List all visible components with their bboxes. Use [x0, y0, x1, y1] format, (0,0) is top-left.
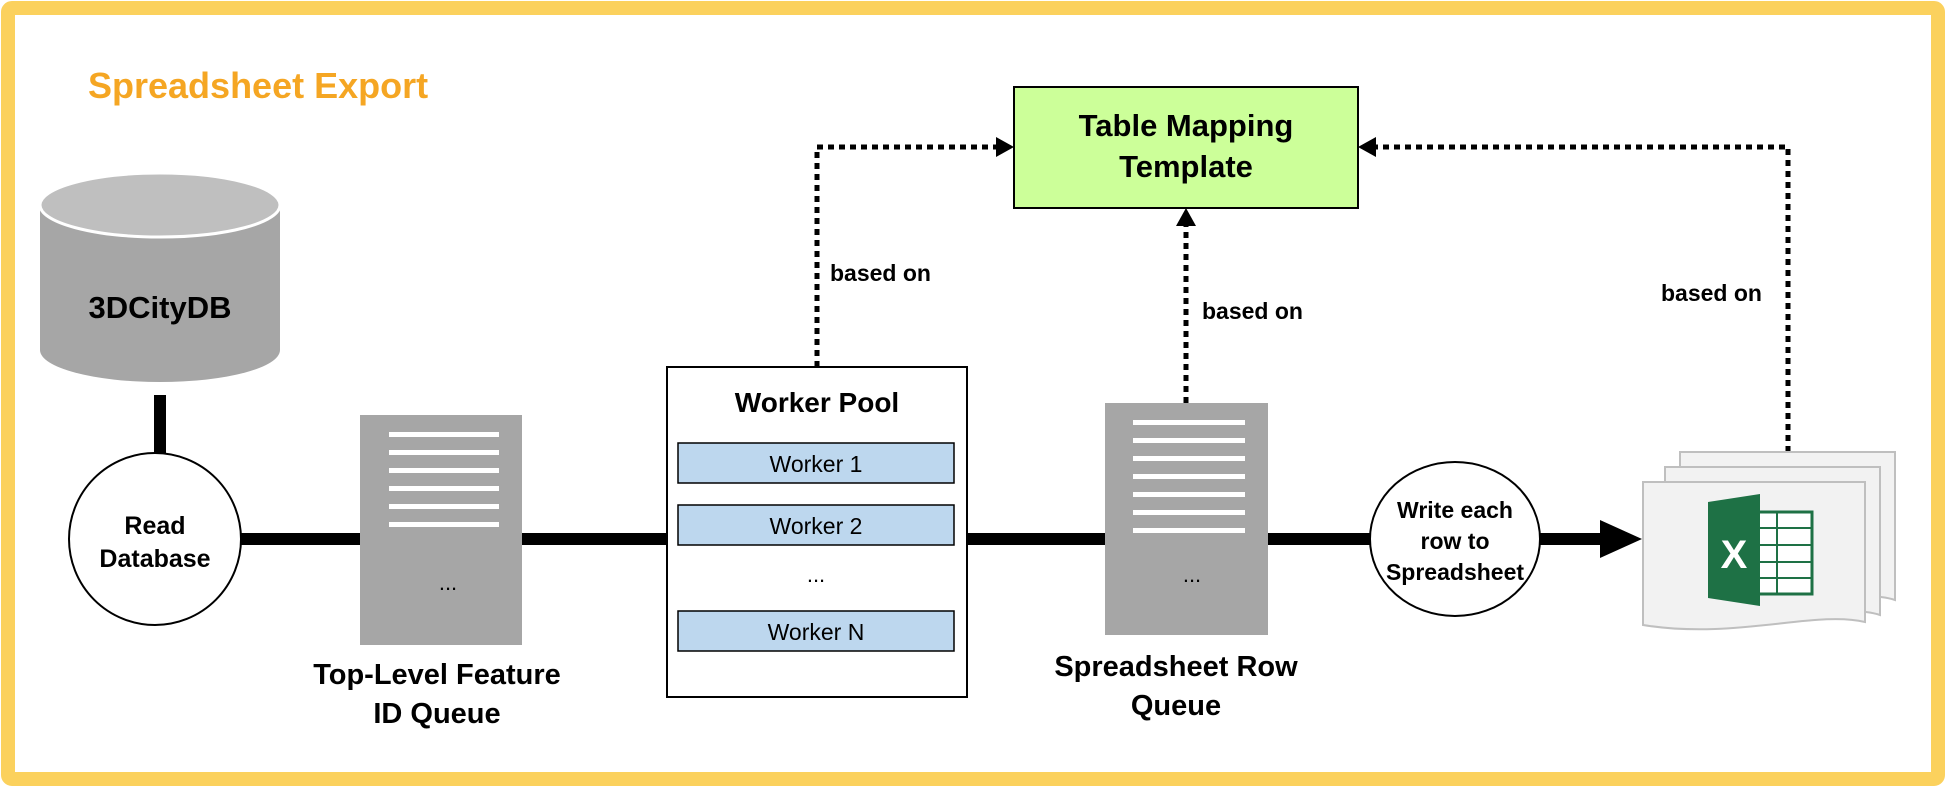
- worker-1-box: [677, 442, 955, 484]
- excel-icon-letter: X: [1721, 533, 1748, 577]
- based-on-label-excel: based on: [1661, 280, 1762, 306]
- write-rows-line2: row to: [1421, 528, 1490, 554]
- template-line2: Template: [1119, 149, 1253, 184]
- diagram-title: Spreadsheet Export: [88, 65, 428, 106]
- database-cylinder: 3DCityDB: [38, 171, 282, 382]
- worker-2-box: [677, 504, 955, 546]
- excel-documents: X: [1642, 451, 1896, 631]
- feature-queue-label-line2: ID Queue: [373, 698, 500, 730]
- worker-pool-title: Worker Pool: [735, 387, 899, 418]
- workers-to-template-connector: [814, 144, 998, 367]
- read-database-line1: Read: [124, 512, 185, 540]
- row-queue-ellipsis: ...: [1183, 562, 1201, 587]
- template-line1: Table Mapping: [1079, 108, 1294, 143]
- worker-2-label: Worker 2: [770, 513, 863, 539]
- row-queue-arrowhead: [1176, 208, 1196, 226]
- worker-n-label: Worker N: [768, 619, 865, 645]
- excel-arrowhead: [1358, 137, 1376, 157]
- excel-icon: X: [1708, 494, 1814, 606]
- write-rows-line3: Spreadsheet: [1386, 559, 1524, 585]
- worker-n-box: [677, 610, 955, 652]
- worker-ellipsis: ...: [807, 562, 825, 587]
- feature-queue-label-line1: Top-Level Feature: [313, 659, 561, 691]
- based-on-label-row-queue: based on: [1202, 298, 1303, 324]
- row-queue-label-line1: Spreadsheet Row: [1054, 651, 1298, 683]
- table-mapping-template: [1013, 86, 1359, 209]
- database-label: 3DCityDB: [89, 290, 232, 325]
- worker-pool: Worker Pool Worker 1 Worker 2 ... Worker…: [666, 366, 968, 698]
- row-queue-label-line2: Queue: [1131, 690, 1221, 722]
- read-database-node: [68, 452, 242, 626]
- workers-arrowhead: [996, 137, 1014, 157]
- based-on-label-workers: based on: [830, 260, 931, 286]
- dotted-connectors: [814, 144, 1791, 452]
- spreadsheet-row-queue: ...: [1105, 403, 1268, 635]
- write-rows-node: [1369, 461, 1541, 617]
- worker-1-label: Worker 1: [770, 451, 863, 477]
- read-database-line2: Database: [99, 545, 210, 573]
- feature-id-queue: ...: [360, 415, 522, 645]
- excel-to-template-connector: [1374, 144, 1791, 452]
- write-rows-line1: Write each: [1397, 497, 1513, 523]
- write-to-excel-arrowhead: [1600, 520, 1642, 558]
- feature-queue-ellipsis: ...: [439, 570, 457, 595]
